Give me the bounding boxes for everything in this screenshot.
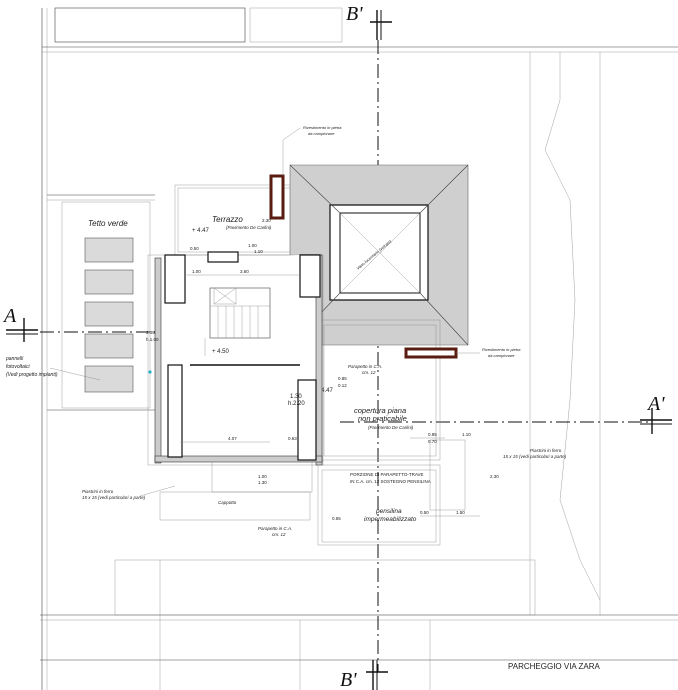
svg-text:1.30: 1.30 xyxy=(290,394,302,400)
svg-text:PORZIONE DI PARAPETTO-TRAVE: PORZIONE DI PARAPETTO-TRAVE xyxy=(350,472,424,477)
svg-text:Cappotto: Cappotto xyxy=(218,500,237,505)
svg-text:0.12: 0.12 xyxy=(338,383,347,388)
svg-text:1.00: 1.00 xyxy=(248,243,257,248)
section-marker-b-bottom: B' xyxy=(340,660,388,690)
svg-text:0.70: 0.70 xyxy=(428,439,437,444)
svg-text:fotovoltaici: fotovoltaici xyxy=(6,364,31,370)
svg-text:0.95: 0.95 xyxy=(428,432,437,437)
svg-text:2.30: 2.30 xyxy=(490,474,499,479)
flat-roof: copertura piana non praticabile (Pavimen… xyxy=(316,319,441,461)
svg-text:0.65: 0.65 xyxy=(332,516,341,521)
svg-text:4.07: 4.07 xyxy=(228,436,237,441)
svg-text:0.50: 0.50 xyxy=(190,246,199,251)
svg-text:Rivestimento in pietra: Rivestimento in pietra xyxy=(482,347,521,352)
svg-text:impermeabilizzato: impermeabilizzato xyxy=(364,516,417,523)
svg-text:Piastrini in ferro: Piastrini in ferro xyxy=(530,448,562,453)
svg-text:Parapetto in C.A.: Parapetto in C.A. xyxy=(348,364,382,369)
building-walls xyxy=(147,251,324,466)
svg-text:1.00: 1.00 xyxy=(192,269,201,274)
lot-boundary xyxy=(40,7,678,690)
canopy: pensilina impermeabilizzato PORZIONE DI … xyxy=(159,439,466,546)
svg-text:(Vedi progetto impianti): (Vedi progetto impianti) xyxy=(6,372,58,378)
svg-text:non praticabile: non praticabile xyxy=(358,414,407,423)
cladding-beam-vertical xyxy=(269,174,285,220)
svg-text:h.1.00: h.1.00 xyxy=(146,337,159,342)
svg-text:1.00: 1.00 xyxy=(258,474,267,479)
svg-text:15 x 15 (vedi particolari a pa: 15 x 15 (vedi particolari a parte) xyxy=(503,454,567,459)
green-roof-area: Tetto verde pannelli fotovoltaici (Vedi … xyxy=(5,201,151,409)
svg-text:0.85: 0.85 xyxy=(338,376,347,381)
annotations: Piastrini in ferro 15 x 15 (vedi partico… xyxy=(82,448,601,671)
svg-text:Rivestimento in pietra: Rivestimento in pietra xyxy=(303,125,342,130)
svg-text:A': A' xyxy=(646,393,665,415)
svg-text:PARCHEGGIO VIA ZARA: PARCHEGGIO VIA ZARA xyxy=(508,662,601,671)
solar-panel xyxy=(84,365,134,393)
stone-cladding: Rivestimento in pietra da campionare Riv… xyxy=(269,125,521,359)
staircase: + 4.50 xyxy=(204,287,271,356)
svg-text:A: A xyxy=(2,305,17,327)
cladding-beam-horizontal xyxy=(404,347,458,359)
dimensions: 1.00 3.60 0.50 1.00 1.10 2.30 2.05 h.1.0… xyxy=(146,218,499,521)
svg-text:B': B' xyxy=(346,3,363,25)
svg-text:h.2.20: h.2.20 xyxy=(288,401,305,407)
svg-text:(Pavimento De Carlini): (Pavimento De Carlini) xyxy=(368,425,414,430)
svg-text:pensilina: pensilina xyxy=(375,508,402,515)
svg-text:da campionare: da campionare xyxy=(308,131,335,136)
svg-text:(Pavimento De Carlini): (Pavimento De Carlini) xyxy=(226,225,272,230)
svg-text:1.10: 1.10 xyxy=(462,432,471,437)
svg-text:cm. 12: cm. 12 xyxy=(362,370,376,375)
svg-text:Piastrini in ferro: Piastrini in ferro xyxy=(82,489,114,494)
svg-text:Tetto verde: Tetto verde xyxy=(88,219,128,228)
section-marker-b-top: B' xyxy=(346,3,392,40)
svg-text:1.30: 1.30 xyxy=(258,480,267,485)
svg-text:+ 4.47: + 4.47 xyxy=(192,228,210,234)
svg-text:da campionare: da campionare xyxy=(488,353,515,358)
svg-text:cm. 12: cm. 12 xyxy=(272,532,286,537)
svg-text:0.50: 0.50 xyxy=(420,510,429,515)
solar-panel xyxy=(84,237,134,263)
svg-text:Parapetto in C.A.: Parapetto in C.A. xyxy=(258,526,292,531)
svg-text:1.50: 1.50 xyxy=(456,510,465,515)
svg-text:copertura piana: copertura piana xyxy=(354,406,406,415)
svg-text:1.10: 1.10 xyxy=(254,249,263,254)
svg-text:3.60: 3.60 xyxy=(240,269,249,274)
svg-text:B': B' xyxy=(340,669,357,690)
svg-text:0.63: 0.63 xyxy=(288,436,297,441)
solar-panel xyxy=(84,301,134,327)
svg-text:+ 4.50: + 4.50 xyxy=(212,349,230,355)
pyramid-roof: Vano lucernario (vetrato) xyxy=(289,164,469,346)
svg-text:2.30: 2.30 xyxy=(262,218,271,223)
section-marker-a-left: A xyxy=(2,305,38,342)
svg-text:Terrazzo: Terrazzo xyxy=(212,215,243,224)
solar-panel xyxy=(84,333,134,359)
solar-panel xyxy=(84,269,134,295)
marker-dot xyxy=(148,370,152,374)
svg-text:IN C.A. cm. 12 SOSTEGNO PENSIL: IN C.A. cm. 12 SOSTEGNO PENSILINA xyxy=(350,479,431,484)
svg-text:15 x 15 (vedi particolari a pa: 15 x 15 (vedi particolari a parte) xyxy=(82,495,146,500)
section-marker-a-right: A' xyxy=(640,393,672,434)
svg-text:+ 4.47: + 4.47 xyxy=(316,388,334,394)
svg-text:pannelli: pannelli xyxy=(5,356,24,362)
svg-text:2.05: 2.05 xyxy=(146,330,155,335)
